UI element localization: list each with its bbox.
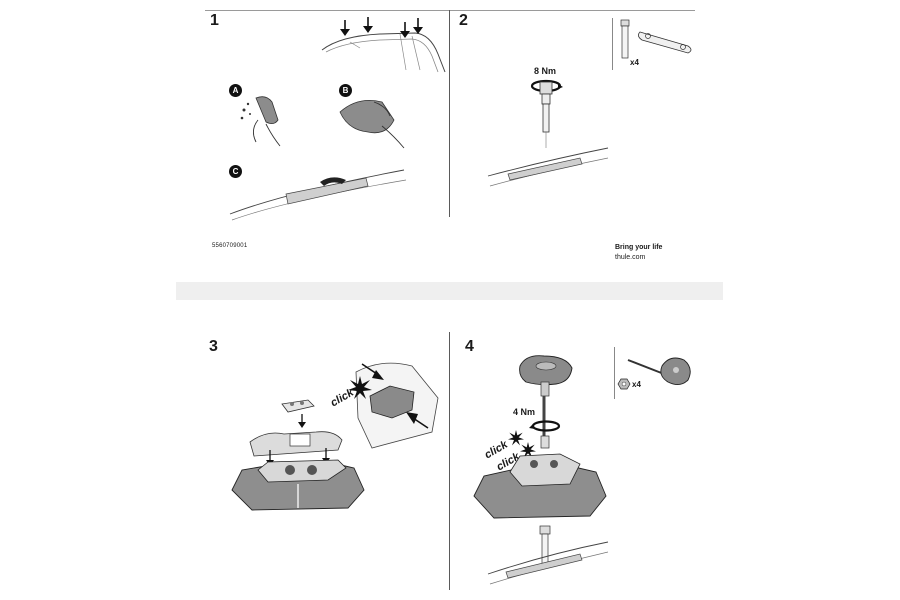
instruction-page-top: 1 2 A B C 8 Nm (0, 0, 900, 282)
bracket-icon (638, 31, 692, 54)
click-burst-icon (508, 430, 524, 446)
arrow-down-icon (298, 414, 306, 428)
click-burst-icon (348, 376, 372, 399)
roof-rail-illustration (487, 147, 609, 187)
page-separator (176, 282, 723, 300)
cleaning-cloth-icon (339, 99, 405, 149)
bolt-icon (620, 19, 630, 59)
instruction-page-bottom: 3 4 click 4 Nm (0, 300, 900, 600)
step-2-number: 2 (459, 12, 468, 29)
key-knob-icon (627, 357, 691, 385)
car-roof-illustration (321, 32, 446, 73)
arrow-down-icon (363, 17, 373, 33)
fit-kit-pad-illustration (249, 431, 343, 457)
top-rule (205, 10, 695, 11)
step-1-number: 1 (210, 12, 219, 29)
click-detail-illustration (355, 362, 439, 449)
parts-box-divider (614, 347, 615, 399)
step-3-number: 3 (209, 338, 218, 355)
cleaning-spray-icon (240, 96, 281, 147)
part-number: 5560709001 (212, 243, 248, 249)
fit-kit-clip-icon (281, 399, 315, 413)
quantity-label: x4 (632, 380, 641, 389)
badge-a: A (229, 84, 242, 97)
quantity-label: x4 (630, 58, 639, 67)
badge-b: B (339, 84, 352, 97)
torque-wrench-icon (530, 79, 563, 148)
arrow-down-icon (400, 22, 410, 38)
torque-label-4nm: 4 Nm (513, 407, 536, 417)
torque-wrench-icon (529, 396, 561, 449)
roof-rail-illustration (229, 169, 407, 221)
click-burst-icon (520, 442, 536, 458)
column-divider (449, 10, 450, 217)
torque-label-8nm: 8 Nm (534, 66, 557, 76)
arrow-down-icon (340, 20, 350, 36)
badge-c: C (229, 165, 242, 178)
step-4-number: 4 (465, 338, 474, 355)
roof-foot-illustration (231, 459, 365, 511)
column-divider (449, 332, 450, 590)
parts-box-divider (612, 18, 613, 70)
brand-website: thule.com (615, 254, 646, 261)
nut-icon (617, 378, 631, 390)
brand-slogan: Bring your life (615, 244, 663, 251)
roof-rail-illustration (487, 541, 609, 585)
arrow-down-icon (413, 18, 423, 34)
roof-foot-illustration (473, 453, 607, 519)
key-knob-icon (519, 355, 573, 397)
